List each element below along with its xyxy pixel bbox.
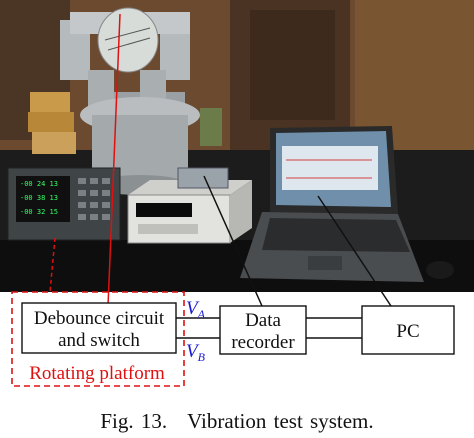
svg-text:-00 24 13: -00 24 13 [20,180,58,188]
figure-caption: Fig. 13. Vibration test system. [0,409,474,434]
data-recorder-label-line2: recorder [231,332,295,353]
debounce-label-line1: Debounce circuit [34,308,165,329]
pc-label: PC [396,321,419,342]
data-recorder-box [219,305,307,355]
pointer-line-controller [49,237,56,293]
data-recorder-label-line1: Data [245,310,281,331]
debounce-label-line2: and switch [58,330,140,351]
svg-text:-00 38 13: -00 38 13 [20,194,58,202]
rotating-platform-label: Rotating platform [29,363,165,384]
debounce-circuit-box [21,302,177,354]
figure-caption-text: Vibration test system. [187,409,374,433]
signal-vb-label: VB [186,341,206,364]
figure-label: Fig. 13. [100,409,168,433]
rotating-platform-box [11,291,185,387]
pointer-line-platform [107,13,121,307]
pointer-line-pc [317,195,392,307]
photograph-vibration-test-setup: -00 24 13 -00 38 13 -00 32 15 [0,0,474,292]
svg-text:-00 32 15: -00 32 15 [20,208,58,216]
pointer-line-data-recorder [203,175,263,307]
signal-va-label: VA [186,298,206,321]
pc-box [361,305,455,355]
